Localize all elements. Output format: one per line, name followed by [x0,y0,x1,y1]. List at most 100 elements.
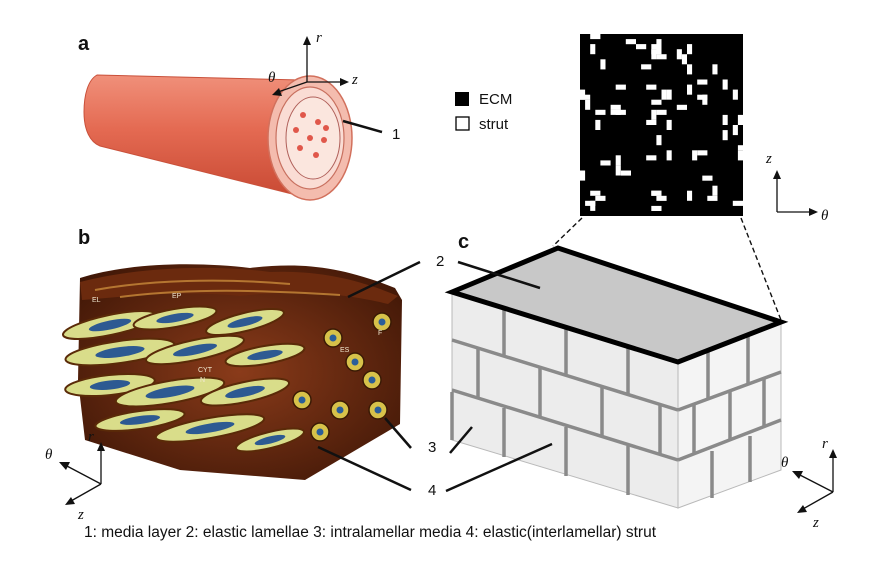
tissue-nucleus [119,415,161,425]
strut-pixel [707,195,718,201]
strut-pixel [646,155,657,161]
strut-pixel [585,200,596,206]
callout-line-4b [317,445,412,492]
strut-pixel [595,109,606,115]
strut-pixel [590,200,596,211]
strut-pixel [697,79,708,85]
tissue-nucleus [227,316,263,328]
tissue-label-el: EL [92,297,101,304]
axis-label-z-map: z [765,151,772,167]
axis-label-theta-a: θ [268,70,276,86]
strut-pixel [732,125,738,136]
tissue-label-n: N [200,377,205,384]
axis-label-theta-b: θ [45,447,53,463]
strut-pixel [697,94,708,100]
callout-line-2c [457,260,541,290]
callout-4: 4 [428,482,436,499]
callout-line-3b [384,417,412,449]
strut-pixel [651,205,662,211]
callout-line-2b [347,260,421,299]
strut-pixel [656,135,662,146]
tissue-nucleus [254,434,286,446]
strut-pixel [676,104,687,110]
legend-label-strut: strut [479,116,509,133]
strut-pixel [687,44,693,55]
strut-pixel [712,64,718,75]
strut-pixel [692,150,698,161]
strut-pixel [666,119,672,130]
panel-a: a r z θ [78,30,400,201]
tissue-label-cyt: CYT [198,367,213,374]
strut-pixel [651,109,657,120]
tissue-label-f: F [378,330,382,337]
strut-pixel [580,89,586,100]
axes-a [272,36,349,96]
tissue-label-ep: EP [172,293,182,300]
panel-b: b [45,227,421,523]
strut-pixel [585,99,591,110]
strut-pixel [610,109,621,115]
strut-pixel [687,64,693,75]
tissue-nucleus [95,346,145,358]
axis-label-z-a: z [351,72,358,88]
vessel-tube [83,74,353,201]
strut-pixel [737,114,743,125]
tissue-nucleus [225,385,265,399]
strut-pixel [702,175,713,181]
axes-c [792,449,837,513]
strut-pixel [687,84,693,95]
strut-pixel [732,89,738,100]
strut-pixel [661,89,667,100]
strut-pixel [615,165,621,176]
tissue-nucleus [145,385,195,399]
tissue-nucleus [89,380,131,390]
strut-pixel [595,119,601,130]
strut-pixel [722,130,728,141]
strut-pixel [620,170,631,176]
strut-pixel [656,109,667,115]
strut-pixel [615,84,626,90]
strut-pixel [656,54,667,60]
legend-label-ecm: ECM [479,91,512,108]
axis-label-z-b: z [77,507,84,523]
panel-c: c [428,231,837,531]
strut-pixel [600,160,611,166]
strut-pixel [636,44,647,50]
strut-pixel [732,200,743,206]
strut-pixel [646,119,657,125]
callout-2: 2 [436,253,444,270]
callout-line-1 [342,119,383,134]
legend: ECM strut [455,91,512,133]
axis-label-r-a: r [316,30,322,46]
strut-pixel [595,195,606,201]
tissue-nucleus [247,349,283,361]
legend-swatch-ecm [455,92,469,106]
strut-pixel [580,170,586,181]
tissue-nucleus [156,312,194,324]
axis-label-r-c: r [822,436,828,452]
tissue-illustration: EL EP ES CYT N F [62,264,402,480]
strut-pixel [651,99,662,105]
strut-pixel [651,190,662,196]
panel-label-a: a [78,33,90,55]
callout-line-4c [445,442,553,493]
strut-pixel [666,89,672,100]
callout-3: 3 [428,439,436,456]
strut-pixel [600,59,606,70]
tissue-nucleus [88,318,132,332]
lumen-dots [293,112,329,158]
panel-label-c: c [458,231,469,253]
strut-pixel [610,104,621,110]
block-top-face [444,245,789,365]
legend-swatch-strut [455,116,470,131]
strut-pixel [666,150,672,161]
strut-pixel [697,150,708,156]
strut-pixel [687,190,693,201]
tissue-nucleus [172,343,218,357]
tissue-nucleus [185,421,235,435]
strut-pixel [590,34,601,40]
axis-label-theta-map: θ [821,208,829,224]
strut-pixel [651,44,662,50]
strut-pixel [641,64,652,70]
